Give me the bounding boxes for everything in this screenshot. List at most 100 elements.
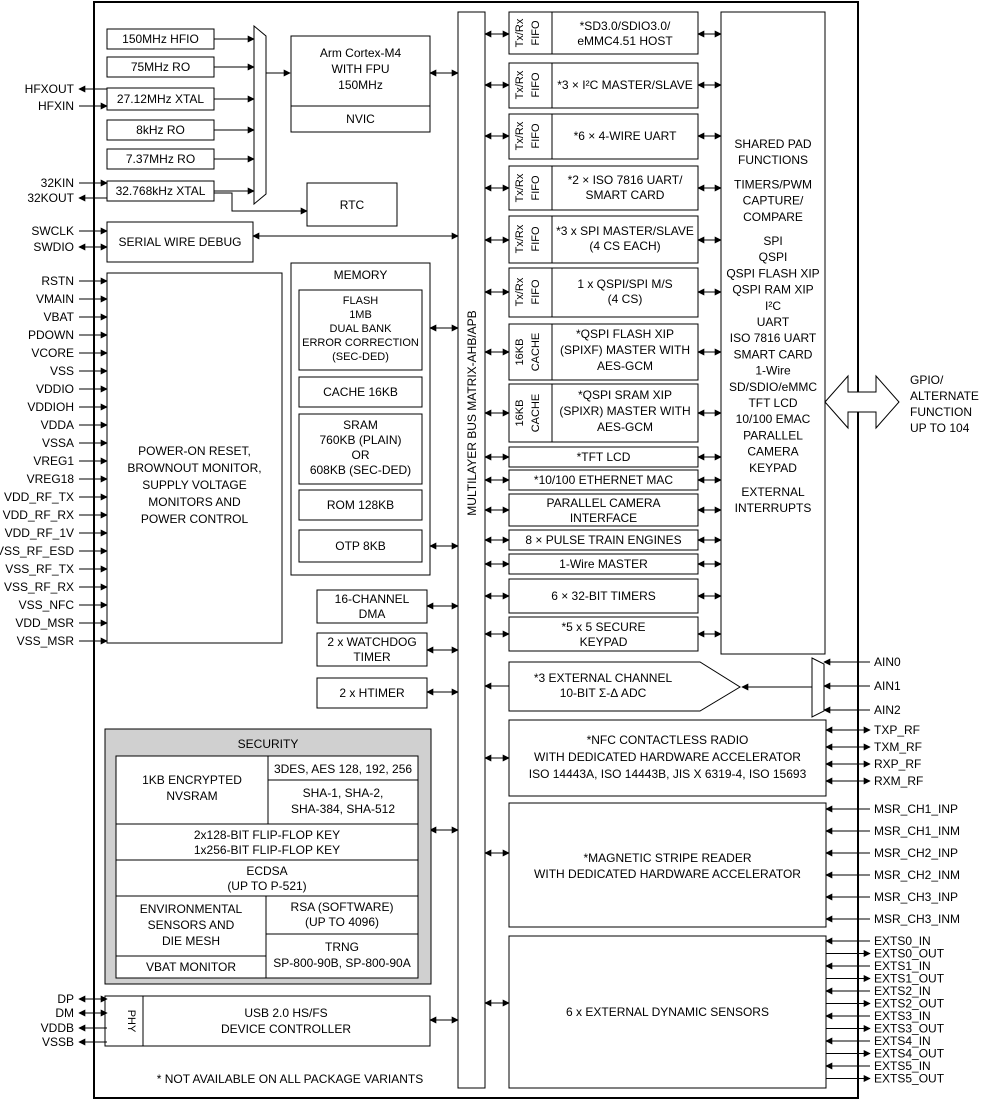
svg-text:FIFO: FIFO (530, 175, 542, 200)
security-title: SECURITY (238, 737, 299, 751)
periph-uart (551, 113, 699, 160)
pin-vcore: VCORE (31, 346, 74, 360)
svg-text:16KB: 16KB (514, 400, 526, 427)
svg-text:6 × 32-BIT TIMERS: 6 × 32-BIT TIMERS (551, 589, 656, 603)
bus-matrix (457, 11, 486, 1089)
svg-text:WITH DEDICATED HARDWARE ACCELE: WITH DEDICATED HARDWARE ACCELERATOR (534, 867, 801, 881)
svg-text:PARALLEL CAMERA: PARALLEL CAMERA (546, 496, 660, 510)
flash-line-3: DUAL BANK (330, 323, 393, 335)
shared-pad-item: TFT LCD (748, 396, 797, 410)
pin-msr-ch3-inp: MSR_CH3_INP (874, 890, 958, 904)
clock-7mhz-label: 7.37MHz RO (126, 152, 195, 166)
pin-vss-msr: VSS_MSR (17, 634, 75, 648)
flash-line-2: 1MB (349, 309, 372, 321)
shared-pad-item: PARALLEL (743, 428, 803, 442)
svg-text:CACHE: CACHE (530, 394, 542, 433)
svg-text:(4 CS EACH): (4 CS EACH) (589, 239, 660, 253)
svg-text:FIFO: FIFO (530, 279, 542, 304)
pin-vdda: VDDA (41, 418, 74, 432)
svg-text:*5 x 5 SECURE: *5 x 5 SECURE (561, 620, 645, 634)
pin-msr-ch1-inm: MSR_CH1_INM (874, 824, 960, 838)
periph-nfc (508, 719, 827, 797)
htimer-label: 2 x HTIMER (339, 686, 405, 700)
footnote: * NOT AVAILABLE ON ALL PACKAGE VARIANTS (157, 1072, 424, 1086)
svg-text:FIFO: FIFO (530, 72, 542, 97)
swd-block (106, 221, 254, 263)
shared-pad-item: COMPARE (743, 210, 803, 224)
svg-text:Tx/Rx: Tx/Rx (514, 70, 526, 99)
svg-text:TRNG: TRNG (325, 940, 359, 954)
shared-pad-item: QSPI FLASH XIP (726, 266, 819, 280)
exts-pins: EXTS0_INEXTS0_OUTEXTS1_INEXTS1_OUTEXTS2_… (825, 934, 945, 1086)
shared-pad-item: SD/SDIO/eMMC (729, 380, 817, 394)
pin-vss: VSS (50, 364, 74, 378)
gpio-line-1: GPIO/ (910, 373, 944, 387)
pin-vssb: VSSB (42, 1035, 74, 1049)
svg-text:AES-GCM: AES-GCM (597, 420, 653, 434)
gpio-double-arrow (824, 374, 900, 430)
pin-exts2-in: EXTS2_IN (874, 984, 931, 998)
svg-text:FIFO: FIFO (530, 20, 542, 45)
pin-exts3-in: EXTS3_IN (874, 1009, 931, 1023)
svg-text:*NFC CONTACTLESS RADIO: *NFC CONTACTLESS RADIO (587, 733, 749, 747)
svg-text:ISO 14443A, ISO 14443B, JIS X: ISO 14443A, ISO 14443B, JIS X 6319-4, IS… (529, 767, 807, 781)
svg-text:*TFT LCD: *TFT LCD (577, 450, 631, 464)
shared-pad-item: 10/100 EMAC (736, 412, 811, 426)
power-block (106, 272, 283, 644)
svg-text:KEYPAD: KEYPAD (580, 635, 628, 649)
flash-line-4: ERROR CORRECTION (302, 337, 419, 349)
pin-32kin: 32KIN (41, 176, 74, 190)
periph-i2c (551, 62, 699, 109)
left-bus-connections (252, 69, 459, 1024)
chip-outline (93, 1, 859, 1099)
power-line-1: POWER-ON RESET, (138, 444, 251, 458)
adc-mux (811, 657, 825, 718)
pin-ain1: AIN1 (874, 679, 901, 693)
gpio-line-2: ALTERNATE (910, 389, 979, 403)
svg-text:NVSRAM: NVSRAM (166, 789, 217, 803)
pin-vmain: VMAIN (36, 292, 74, 306)
pin-ain0: AIN0 (874, 655, 901, 669)
usb-line-1: USB 2.0 HS/FS (244, 1006, 327, 1020)
cache-label: CACHE 16KB (323, 385, 398, 399)
pin-vdd-rf-1v: VDD_RF_1V (5, 526, 74, 540)
svg-text:(SPIXF) MASTER WITH: (SPIXF) MASTER WITH (560, 343, 690, 357)
periph-msr (508, 802, 827, 928)
svg-text:VBAT MONITOR: VBAT MONITOR (146, 960, 236, 974)
svg-text:*3 x SPI MASTER/SLAVE: *3 x SPI MASTER/SLAVE (556, 224, 694, 238)
shared-pad-item: ISO 7816 UART (730, 331, 817, 345)
periph-spi (551, 215, 699, 264)
rtc-block (306, 182, 398, 227)
svg-text:INTERFACE: INTERFACE (570, 511, 637, 525)
svg-text:*QSPI FLASH XIP: *QSPI FLASH XIP (576, 327, 674, 341)
pin-msr-ch3-inm: MSR_CH3_INM (874, 912, 960, 926)
clock-32khz-label: 32.768kHz XTAL (116, 184, 206, 198)
pin-vddioh: VDDIOH (27, 400, 74, 414)
clock-75mhz-label: 75MHz RO (131, 60, 190, 74)
svg-text:16KB: 16KB (514, 339, 526, 366)
shared-pad-item: CAPTURE/ (743, 194, 804, 208)
shared-pad-item: CAMERA (747, 445, 798, 459)
pin-rxp-rf: RXP_RF (874, 757, 921, 771)
svg-text:CACHE: CACHE (530, 333, 542, 372)
usb-phy-label: PHY (125, 1010, 137, 1033)
usb-block (104, 995, 431, 1047)
cpu-block (290, 35, 431, 133)
pin-exts0-in: EXTS0_IN (874, 934, 931, 948)
cpu-line-1: Arm Cortex-M4 (320, 46, 402, 60)
svg-text:1-Wire MASTER: 1-Wire MASTER (559, 557, 648, 571)
svg-text:Tx/Rx: Tx/Rx (514, 224, 526, 253)
svg-text:SHA-1, SHA-2,: SHA-1, SHA-2, (303, 786, 384, 800)
svg-text:SHA-384, SHA-512: SHA-384, SHA-512 (291, 802, 395, 816)
svg-text:3DES, AES 128, 192, 256: 3DES, AES 128, 192, 256 (274, 762, 412, 776)
sram-line-2: 760KB (PLAIN) (319, 433, 401, 447)
shared-pad-item: 1-Wire (755, 364, 791, 378)
pin-rxm-rf: RXM_RF (874, 774, 923, 788)
cpu-line-2: WITH FPU (332, 62, 390, 76)
memory-rom (298, 489, 423, 521)
pin-vdd-rf-tx: VDD_RF_TX (4, 490, 74, 504)
svg-text:*6 × 4-WIRE UART: *6 × 4-WIRE UART (574, 129, 677, 143)
shared-pad-item: SMART CARD (734, 347, 813, 361)
